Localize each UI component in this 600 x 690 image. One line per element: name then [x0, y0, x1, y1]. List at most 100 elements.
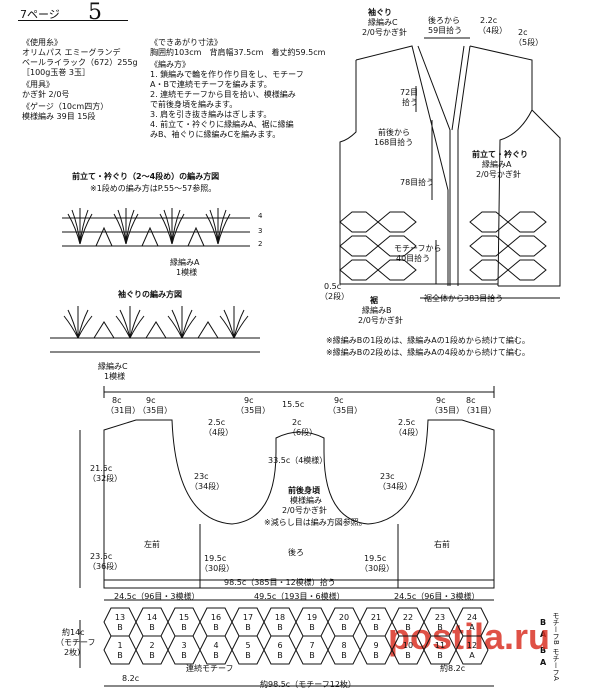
dim-side-right: 19.5c — [364, 554, 387, 563]
yarn-name: オリムパス エミーグランデ — [22, 48, 121, 57]
dim-neck-25-right: 2.5c — [398, 418, 416, 427]
dim-arm-right: 23c — [380, 472, 395, 481]
method-step: A・Bで連続モチーフを編みます。 — [150, 80, 272, 89]
vest-armhole-edging: 縁編みC — [368, 18, 398, 27]
body-dimension-lines — [79, 386, 495, 687]
vest-hem-hook: 2/0号かぎ針 — [358, 316, 403, 325]
motif-num: 6 — [277, 641, 282, 650]
tools-title: 《用具》 — [22, 80, 54, 89]
vest-width-05-rows: （2段） — [320, 292, 350, 301]
method-step: 3. 肩を引き抜き編みはぎします。 — [150, 110, 272, 119]
chart-a-label: 縁編みA — [170, 258, 200, 267]
size-values: 胸囲約103cm 背肩幅37.5cm 着丈約59.5cm — [150, 48, 326, 57]
dim-top-mid-2-count: （35目） — [328, 406, 363, 415]
motif-type: B — [405, 651, 411, 660]
yarn-color: ベールライラック（672）255g — [22, 58, 138, 67]
dim-top-right-2: 9c — [436, 396, 446, 405]
header-rule — [18, 20, 128, 21]
dim-height-215-rows: （32段） — [88, 474, 123, 483]
gauge-title: 《ゲージ（10cm四方） — [22, 102, 109, 111]
legend-top-b: B — [540, 618, 547, 627]
dim-top-left-1: 8c — [112, 396, 122, 405]
motif-num: 9 — [373, 641, 378, 650]
motif-num: 8 — [341, 641, 346, 650]
method-step: 1. 鎖編みで輪を作り作り目をし、モチーフ — [150, 70, 304, 79]
chart-c-title: 袖ぐりの編み方図 — [118, 290, 182, 299]
vest-front-hook: 2/0号かぎ針 — [476, 170, 521, 179]
motif-num: 20 — [339, 613, 349, 622]
materials-title: 《使用糸》 — [22, 38, 62, 47]
legend-motif-a: モチーフA — [552, 648, 560, 681]
vest-motif-pick: モチーフから — [394, 244, 442, 253]
vest-pick-72-b: 拾う — [402, 98, 418, 107]
motif-num: 19 — [307, 613, 317, 622]
motif-type: A — [469, 623, 475, 632]
dim-height-235: 23.5c — [90, 552, 113, 561]
motif-type: B — [181, 651, 187, 660]
legend-bottom-a: A — [540, 658, 547, 667]
hook-size: かぎ針 2/0号 — [22, 90, 70, 99]
motif-num: 14 — [147, 613, 157, 622]
motif-type: B — [245, 623, 251, 632]
motif-type: B — [117, 623, 123, 632]
vest-motif-pick-count: 40目拾う — [396, 254, 431, 263]
motif-num: 16 — [211, 613, 221, 622]
chart-c-stitches — [50, 305, 260, 353]
vest-note-2: ※縁編みBの2段めは、縁編みAの4段めから続けて編む。 — [326, 348, 530, 357]
motif-type: B — [149, 651, 155, 660]
chart-c-repeat: 1模様 — [104, 372, 126, 381]
dim-height-235-rows: （36段） — [88, 562, 123, 571]
dim-top-left-2: 9c — [146, 396, 156, 405]
dim-arm-right-rows: （34段） — [378, 482, 413, 491]
motif-num: 4 — [213, 641, 218, 650]
vest-back-pick-count: 59目拾う — [428, 26, 463, 35]
motif-num: 18 — [275, 613, 285, 622]
dim-neck-25-right-rows: （4段） — [394, 428, 424, 437]
dim-side-left-rows: （30段） — [200, 564, 235, 573]
back-label: 後ろ — [288, 548, 304, 557]
motif-type: B — [341, 623, 347, 632]
dim-top-right-1-count: （31目） — [462, 406, 497, 415]
chart-a-repeat: 1模様 — [176, 268, 198, 277]
vest-note-1: ※縁編みBの1段めは、縁編みAの1段めから続けて編む。 — [326, 336, 530, 345]
vest-hem-title: 裾 — [370, 296, 378, 305]
motif-grid — [103, 607, 489, 665]
motif-num: 10 — [403, 641, 413, 650]
motif-type: B — [117, 651, 123, 660]
chart-a-row-4: 4 — [258, 212, 263, 220]
dim-arm-left-rows: （34段） — [190, 482, 225, 491]
motif-type: B — [309, 651, 315, 660]
motif-type: B — [213, 623, 219, 632]
right-front-label: 右前 — [434, 540, 450, 549]
chart-a-row-2: 2 — [258, 240, 263, 248]
motif-type: B — [277, 651, 283, 660]
method-step: 4. 前立て・衿ぐりに縁編みA、裾に縁編 — [150, 120, 294, 129]
method-title: 《編み方》 — [150, 60, 190, 69]
dim-side-left: 19.5c — [204, 554, 227, 563]
motif-num: 24 — [467, 613, 477, 622]
chart-c-label: 縁編みC — [98, 362, 128, 371]
dim-top-mid-2: 9c — [334, 396, 344, 405]
body-hook: 2/0号かぎ針 — [282, 506, 327, 515]
chart-a-note: ※1段めの編み方はP.55〜57参照。 — [90, 184, 217, 193]
dim-neck-2c: 2c — [292, 418, 302, 427]
vest-width-2c: 2c — [518, 28, 528, 37]
motif-type: B — [277, 623, 283, 632]
motif-num: 7 — [309, 641, 314, 650]
dim-top-right-2-count: （35目） — [430, 406, 465, 415]
dim-seg-left: 24.5c（96目・3模様） — [114, 592, 200, 601]
size-title: 《できあがり寸法》 — [150, 38, 222, 47]
method-step: みB、袖ぐりに縁編みCを編みます。 — [150, 130, 281, 139]
dim-top-mid-1-count: （35目） — [236, 406, 271, 415]
chart-a-title: 前立て・衿ぐり（2〜4段め）の編み方図 — [72, 172, 220, 181]
vest-pick-78: 78目拾う — [400, 178, 435, 187]
body-pattern: 模様編み — [290, 496, 322, 505]
page-label: 7ページ — [20, 8, 60, 21]
legend-bottom-b: B — [540, 646, 547, 655]
gauge-value: 模様編み 39目 15段 — [22, 112, 96, 121]
vest-armhole-title: 袖ぐり — [368, 8, 392, 17]
vest-width-2c-rows: （5段） — [514, 38, 544, 47]
motif-num: 11 — [435, 641, 445, 650]
dim-top-left-2-count: （35目） — [138, 406, 173, 415]
